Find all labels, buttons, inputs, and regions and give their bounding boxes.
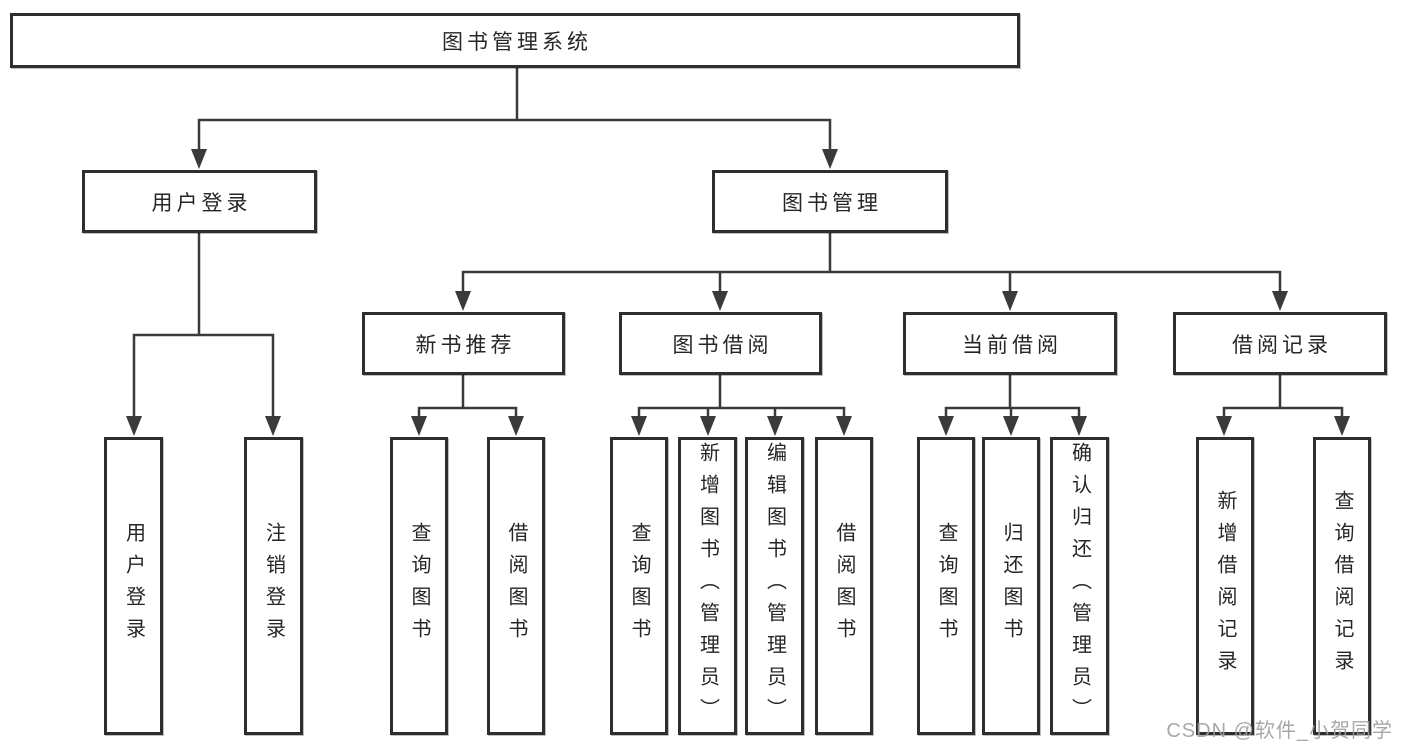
connector-user-login — [126, 231, 281, 436]
arrowhead — [700, 416, 716, 436]
leaf-query-book-1: 查询图书 — [390, 437, 448, 735]
leaf-return-book: 归还图书 — [982, 437, 1040, 735]
arrowhead — [1334, 416, 1350, 436]
leaf-add-book-admin: 新增图书（管理员） — [678, 437, 737, 735]
node-root: 图书管理系统 — [10, 13, 1020, 68]
leaf-query-book-3: 查询图书 — [917, 437, 975, 735]
arrowhead — [1002, 291, 1018, 311]
arrowhead — [191, 149, 207, 169]
arrowhead — [712, 291, 728, 311]
node-new-book-recommend: 新书推荐 — [362, 312, 565, 375]
leaf-logout-login: 注销登录 — [244, 437, 303, 735]
arrowhead — [1272, 291, 1288, 311]
leaf-user-login: 用户登录 — [104, 437, 163, 735]
arrowhead — [126, 416, 142, 436]
connector-current-borrowing — [938, 373, 1087, 436]
arrowhead — [455, 291, 471, 311]
arrowhead — [1003, 416, 1019, 436]
connector-new-book-recommend — [411, 373, 524, 436]
leaf-query-borrow-record: 查询借阅记录 — [1313, 437, 1371, 735]
arrowhead — [1071, 416, 1087, 436]
arrowhead — [822, 149, 838, 169]
node-book-borrowing: 图书借阅 — [619, 312, 822, 375]
connector-book-borrowing — [631, 373, 852, 436]
watermark: CSDN @软件_小贺同学 — [1166, 720, 1393, 742]
node-user-login: 用户登录 — [82, 170, 317, 233]
leaf-add-borrow-record: 新增借阅记录 — [1196, 437, 1254, 735]
arrowhead — [631, 416, 647, 436]
arrowhead — [938, 416, 954, 436]
node-current-borrowing: 当前借阅 — [903, 312, 1117, 375]
arrowhead — [411, 416, 427, 436]
leaf-borrow-book-2: 借阅图书 — [815, 437, 873, 735]
leaf-query-book-2: 查询图书 — [610, 437, 668, 735]
connector-borrowing-records — [1216, 373, 1350, 436]
arrowhead — [508, 416, 524, 436]
connector-book-management — [455, 231, 1288, 311]
leaf-borrow-book-1: 借阅图书 — [487, 437, 545, 735]
arrowhead — [1216, 416, 1232, 436]
connector-root — [191, 66, 838, 169]
arrowhead — [265, 416, 281, 436]
node-book-management: 图书管理 — [712, 170, 948, 233]
leaf-confirm-return-admin: 确认归还（管理员） — [1050, 437, 1109, 735]
node-borrowing-records: 借阅记录 — [1173, 312, 1387, 375]
arrowhead — [767, 416, 783, 436]
leaf-edit-book-admin: 编辑图书（管理员） — [745, 437, 804, 735]
arrowhead — [836, 416, 852, 436]
